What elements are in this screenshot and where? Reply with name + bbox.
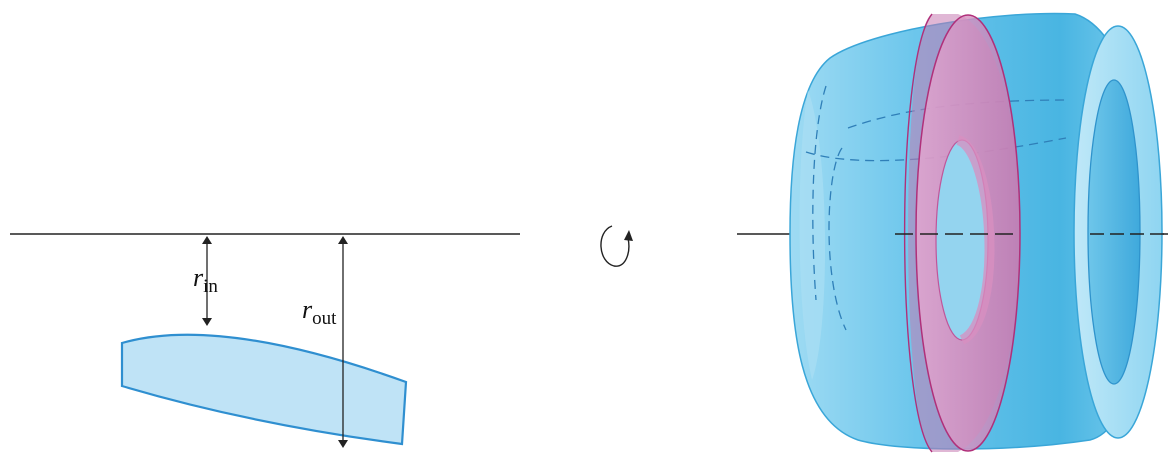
- r-out-arrow: [338, 236, 348, 448]
- right-face-hole: [1087, 79, 1141, 385]
- solid-panel: [737, 12, 1168, 453]
- region-panel: rin rout: [10, 233, 520, 448]
- r-in-arrow: [202, 236, 212, 326]
- shaded-region: [120, 333, 408, 446]
- r-in-label: rin: [193, 263, 218, 297]
- rotation-arrow-icon: [600, 225, 633, 267]
- r-out-label: rout: [302, 295, 337, 329]
- washer-slice: [903, 13, 1021, 453]
